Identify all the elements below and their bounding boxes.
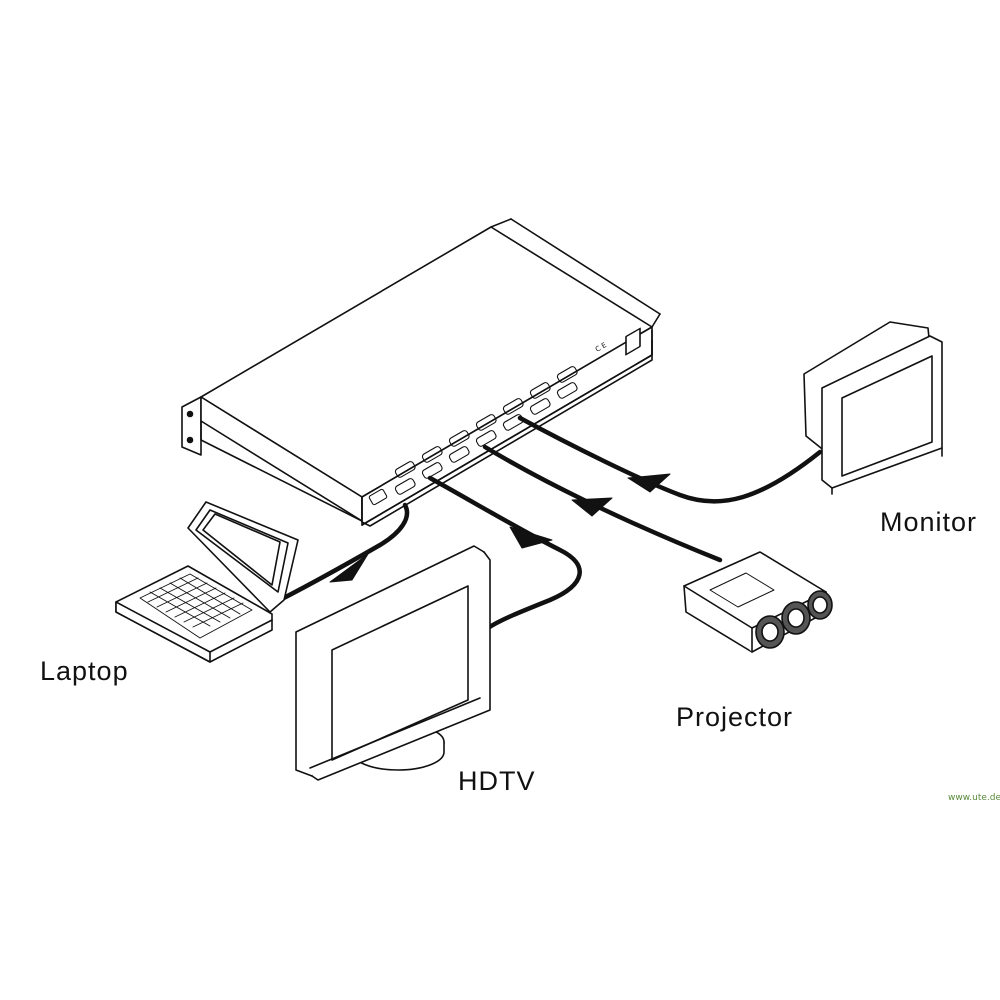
arrows [329,473,671,583]
cable-hdtv [427,475,582,631]
matrix-switcher: C E [181,218,661,527]
cable-laptop [265,502,410,609]
laptop [115,501,299,663]
hdtv-label: HDTV [458,766,536,796]
rack-ear-left [181,396,202,456]
arrow-projector [571,497,613,517]
monitor [803,321,943,495]
vga-port-row-bottom [394,382,578,495]
cables [265,415,823,631]
power-socket [625,327,641,356]
projector-lenses [755,590,833,649]
laptop-label: Laptop [40,656,129,686]
arrow-laptop [329,553,369,583]
cable-monitor [517,415,823,504]
vga-port-row-top [394,366,578,478]
arrow-hdtv [509,526,553,549]
laptop-keyboard [139,573,253,639]
watermark: www.ute.de [948,793,1000,803]
monitor-label: Monitor [880,507,978,537]
projector-label: Projector [676,702,794,732]
projector [683,551,833,653]
hdtv [295,545,491,781]
arrow-monitor [627,473,671,493]
